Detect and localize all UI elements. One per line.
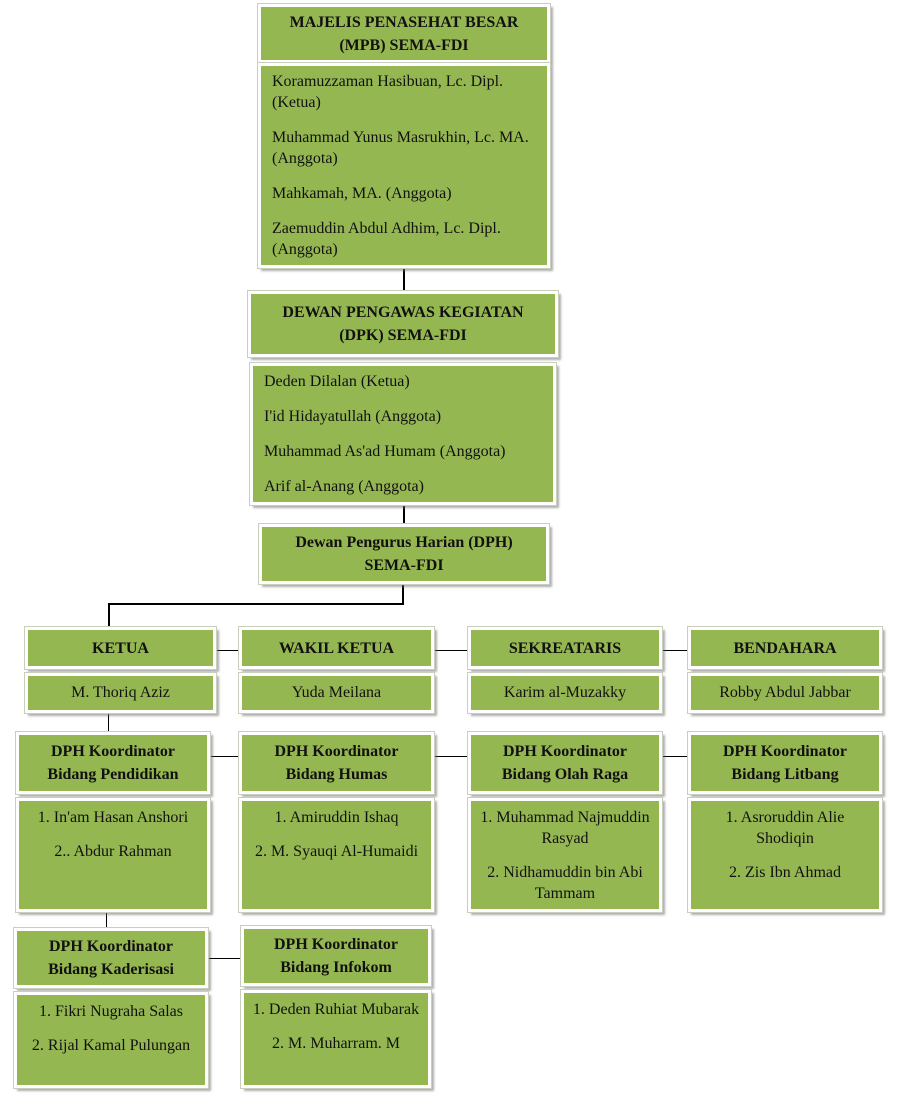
- officer-name-sekretaris: Karim al-Muzakky: [467, 672, 663, 714]
- officer-name-label: Yuda Meilana: [291, 684, 382, 701]
- connector-dpk-dph: [403, 505, 405, 526]
- officer-role-ketua: KETUA: [24, 626, 217, 670]
- dpk-title-line-1: DEWAN PENGAWAS KEGIATAN: [282, 304, 524, 321]
- mpb-member: Zaemuddin Abdul Adhim, Lc. Dipl. (Anggot…: [272, 220, 501, 258]
- officer-name-label: Karim al-Muzakky: [503, 684, 627, 701]
- coordinator-title-line: Bidang Humas: [285, 766, 388, 783]
- dpk-member: Deden Dilalan (Ketua): [264, 373, 410, 390]
- coordinator-title-line: Bidang Pendidikan: [47, 766, 179, 783]
- dpk-member: Arif al-Anang (Anggota): [264, 478, 424, 495]
- mpb-member: Muhammad Yunus Masrukhin, Lc. MA. (Anggo…: [272, 129, 529, 167]
- connector-pendidikan-kaderisasi: [106, 912, 107, 930]
- coordinator-member: 2. Zis Ibn Ahmad: [729, 864, 841, 881]
- mpb-title-line-2: (MPB) SEMA-FDI: [339, 36, 469, 54]
- connector-officers-2: [433, 650, 469, 651]
- coordinator-title-line: Bidang Litbang: [731, 766, 839, 783]
- coordinator-members-kaderisasi: 1. Fikri Nugraha Salas 2. Rijal Kamal Pu…: [13, 991, 209, 1089]
- dpk-member: I'id Hidayatullah (Anggota): [264, 408, 442, 425]
- officer-name-wakil-ketua: Yuda Meilana: [238, 672, 435, 714]
- dph-title-line-2: SEMA-FDI: [364, 557, 444, 574]
- connector-ketua-coordinator: [108, 713, 109, 733]
- coordinator-title-line: DPH Koordinator: [274, 936, 398, 953]
- coordinator-member: 1. Deden Ruhiat Mubarak: [252, 1001, 420, 1018]
- coordinator-members-humas: 1. Amiruddin Ishaq 2. M. Syauqi Al-Humai…: [238, 797, 435, 913]
- coordinator-header-olah-raga: DPH Koordinator Bidang Olah Raga: [467, 731, 663, 795]
- coordinator-title-line: DPH Koordinator: [503, 743, 627, 760]
- officer-role-label: SEKREATARIS: [508, 639, 622, 657]
- coordinator-member: 2. Nidhamuddin bin Abi Tammam: [487, 864, 643, 902]
- coordinator-members-infokom: 1. Deden Ruhiat Mubarak 2. M. Muharram. …: [240, 989, 432, 1089]
- coordinator-member: 1. Muhammad Najmuddin Rasyad: [480, 809, 650, 847]
- connector-to-ketua: [108, 603, 110, 627]
- connector-mpb-dpk: [403, 266, 405, 291]
- coordinator-title-line: Bidang Infokom: [280, 959, 392, 976]
- coordinator-member: 1. Asroruddin Alie Shodiqin: [725, 809, 845, 847]
- coordinator-member: 1. Amiruddin Ishaq: [274, 809, 399, 826]
- coordinator-members-pendidikan: 1. In'am Hasan Anshori 2.. Abdur Rahman: [15, 797, 211, 913]
- dph-title-line-1: Dewan Pengurus Harian (DPH): [295, 534, 513, 551]
- coordinator-member: 2. Rijal Kamal Pulungan: [31, 1037, 191, 1054]
- mpb-member: Koramuzzaman Hasibuan, Lc. Dipl. (Ketua): [272, 73, 504, 111]
- dpk-member: Muhammad As'ad Humam (Anggota): [264, 443, 506, 460]
- coordinator-header-pendidikan: DPH Koordinator Bidang Pendidikan: [15, 731, 211, 795]
- coordinator-member: 2. M. Syauqi Al-Humaidi: [254, 843, 419, 860]
- coordinator-title-line: Bidang Kaderisasi: [48, 961, 174, 978]
- coordinator-title-line: DPH Koordinator: [49, 938, 173, 955]
- mpb-header: MAJELIS PENASEHAT BESAR (MPB) SEMA-FDI: [257, 3, 551, 64]
- connector-coordinators-2: [433, 756, 469, 757]
- mpb-member: Mahkamah, MA. (Anggota): [272, 185, 452, 202]
- connector-officers-3: [660, 650, 690, 651]
- coordinator-title-line: Bidang Olah Raga: [501, 766, 629, 783]
- dpk-members: Deden Dilalan (Ketua) I'id Hidayatullah …: [249, 362, 557, 506]
- coordinator-member: 1. In'am Hasan Anshori: [37, 809, 189, 826]
- officer-name-label: Robby Abdul Jabbar: [719, 684, 851, 701]
- coordinator-member: 2.. Abdur Rahman: [54, 843, 172, 860]
- officer-name-bendahara: Robby Abdul Jabbar: [687, 672, 883, 714]
- coordinator-members-litbang: 1. Asroruddin Alie Shodiqin 2. Zis Ibn A…: [687, 797, 883, 913]
- coordinator-members-olah-raga: 1. Muhammad Najmuddin Rasyad 2. Nidhamud…: [467, 797, 663, 913]
- officer-name-label: M. Thoriq Aziz: [71, 684, 170, 701]
- coordinator-title-line: DPH Koordinator: [51, 743, 175, 760]
- mpb-title-line-1: MAJELIS PENASEHAT BESAR: [289, 13, 519, 31]
- coordinator-title-line: DPH Koordinator: [274, 743, 399, 760]
- officer-role-sekretaris: SEKREATARIS: [467, 626, 663, 670]
- coordinator-header-litbang: DPH Koordinator Bidang Litbang: [687, 731, 883, 795]
- dpk-title-line-2: (DPK) SEMA-FDI: [339, 327, 467, 344]
- coordinator-header-humas: DPH Koordinator Bidang Humas: [238, 731, 435, 795]
- officer-name-ketua: M. Thoriq Aziz: [24, 672, 217, 714]
- coordinator-member: 1. Fikri Nugraha Salas: [39, 1003, 183, 1020]
- connector-officers-1: [214, 650, 240, 651]
- officer-role-label: KETUA: [92, 639, 149, 657]
- officer-role-wakil-ketua: WAKIL KETUA: [238, 626, 435, 670]
- connector-kaderisasi-infokom: [208, 958, 241, 959]
- connector-dph-horizontal: [108, 603, 404, 605]
- connector-coordinators-1: [210, 756, 240, 757]
- officer-role-label: WAKIL KETUA: [278, 639, 395, 657]
- mpb-members: Koramuzzaman Hasibuan, Lc. Dipl. (Ketua)…: [257, 62, 551, 269]
- coordinator-header-infokom: DPH Koordinator Bidang Infokom: [240, 925, 432, 987]
- dpk-header: DEWAN PENGAWAS KEGIATAN (DPK) SEMA-FDI: [247, 290, 559, 358]
- officer-role-bendahara: BENDAHARA: [687, 626, 883, 670]
- officer-role-label: BENDAHARA: [733, 639, 837, 657]
- coordinator-header-kaderisasi: DPH Koordinator Bidang Kaderisasi: [13, 927, 209, 989]
- coordinator-title-line: DPH Koordinator: [723, 743, 847, 760]
- coordinator-member: 2. M. Muharram. M: [272, 1035, 400, 1052]
- connector-coordinators-3: [660, 756, 690, 757]
- dph-header: Dewan Pengurus Harian (DPH) SEMA-FDI: [258, 523, 550, 585]
- connector-dph-down: [402, 584, 404, 604]
